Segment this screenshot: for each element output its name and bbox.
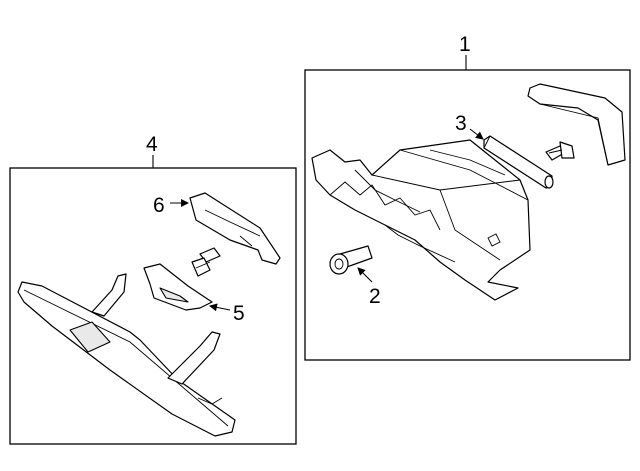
callout-2-leader	[357, 267, 373, 283]
door-screw	[191, 247, 221, 277]
hinge-screw	[545, 141, 575, 161]
latch-housing	[189, 192, 281, 265]
assembly-frame	[304, 69, 631, 361]
callout-3: 3	[455, 112, 467, 135]
callout-2: 2	[369, 285, 381, 308]
callout-5-leader	[209, 303, 231, 312]
hinge-cover-panel	[527, 83, 626, 166]
callout-4: 4	[146, 133, 158, 156]
glove-box-assembly-group: 1 3	[304, 33, 631, 361]
glove-box-bin	[311, 139, 531, 301]
callout-6: 6	[153, 194, 165, 217]
glove-box-door	[17, 273, 236, 437]
callout-1: 1	[459, 33, 471, 56]
glove-box-door-group: 4 6 5	[9, 133, 297, 445]
callout-5: 5	[233, 302, 245, 325]
mounting-bolt	[329, 245, 373, 275]
hinge-pin	[483, 135, 554, 189]
latch-bracket	[143, 263, 213, 311]
callout-3-leader	[469, 128, 484, 140]
